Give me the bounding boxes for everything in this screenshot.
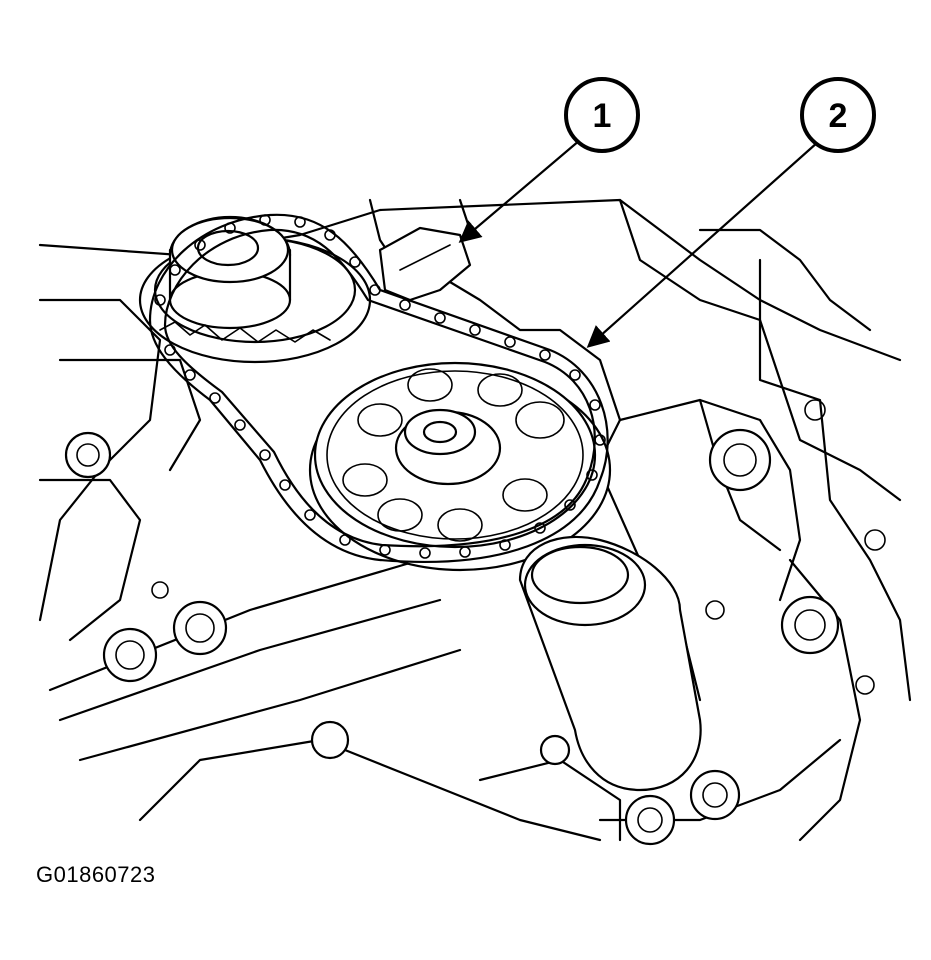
callout-2-circle — [800, 77, 876, 153]
timing-chain — [148, 213, 609, 563]
bolts — [64, 399, 886, 846]
callout-2-label: 2 — [829, 97, 848, 135]
callout-1: 1 — [458, 77, 640, 243]
upper-sprocket — [138, 215, 372, 364]
callout-1-label: 1 — [593, 97, 612, 135]
chain-guide — [378, 226, 472, 302]
chain-tensioner — [518, 535, 702, 792]
lower-sprocket — [308, 361, 612, 572]
callout-1-circle — [564, 77, 640, 153]
figure-id: G01860723 — [36, 862, 156, 887]
chain-links — [154, 214, 606, 559]
callout-2: 2 — [586, 77, 876, 348]
